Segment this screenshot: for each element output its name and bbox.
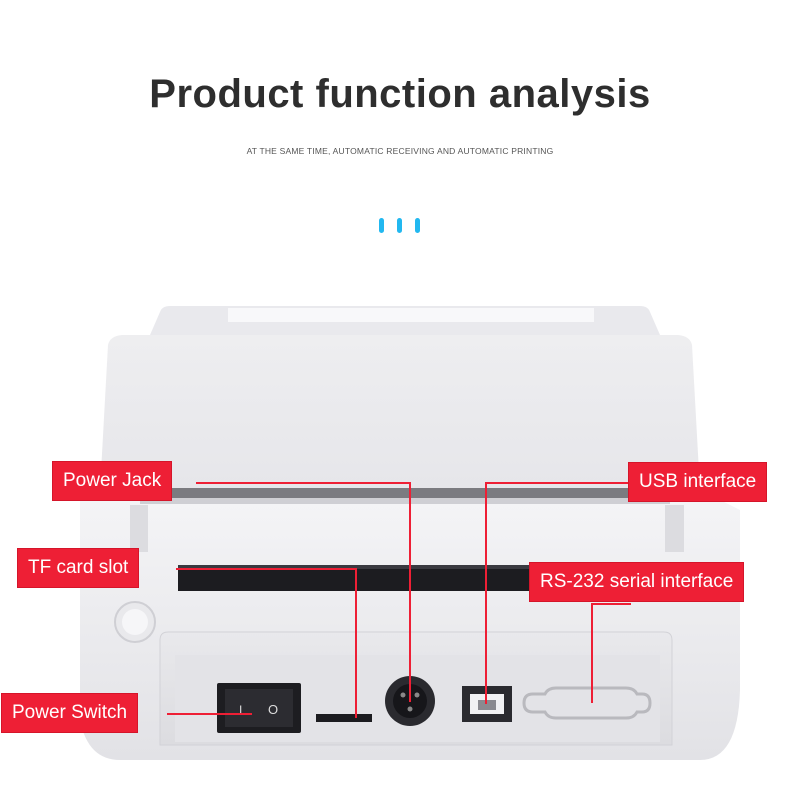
rs232-label: RS-232 serial interface [530, 563, 744, 601]
printer-upper-body [100, 335, 700, 490]
page-subtitle: AT THE SAME TIME, AUTOMATIC RECEIVING AN… [246, 146, 554, 156]
switch-on-mark: I [239, 703, 242, 717]
usb-leader-v [485, 482, 487, 704]
switch-leader-h [167, 713, 252, 715]
power-switch-rocker [225, 689, 293, 727]
dot [415, 218, 420, 233]
lid-window [228, 308, 594, 322]
power-jack-leader-v [409, 482, 411, 702]
tf-leader-h [176, 568, 357, 570]
dot [379, 218, 384, 233]
rs232-leader-v [591, 603, 593, 703]
rs232-port-outline [522, 686, 652, 720]
switch-off-mark: O [268, 702, 278, 717]
power-switch-label: Power Switch [2, 694, 138, 732]
tf-leader-v [355, 568, 357, 718]
power-jack-label: Power Jack [53, 462, 172, 500]
usb-interface-label: USB interface [629, 463, 767, 501]
paper-exit-slot [160, 488, 650, 498]
rs232-leader-h [591, 603, 631, 605]
decorative-dots [379, 218, 429, 234]
power-jack-leader-h [196, 482, 410, 484]
page-title: Product function analysis [149, 72, 651, 116]
dot [397, 218, 402, 233]
tf-card-slot-opening [316, 714, 372, 722]
usb-leader-h [485, 482, 631, 484]
tf-card-slot-label: TF card slot [18, 549, 139, 587]
